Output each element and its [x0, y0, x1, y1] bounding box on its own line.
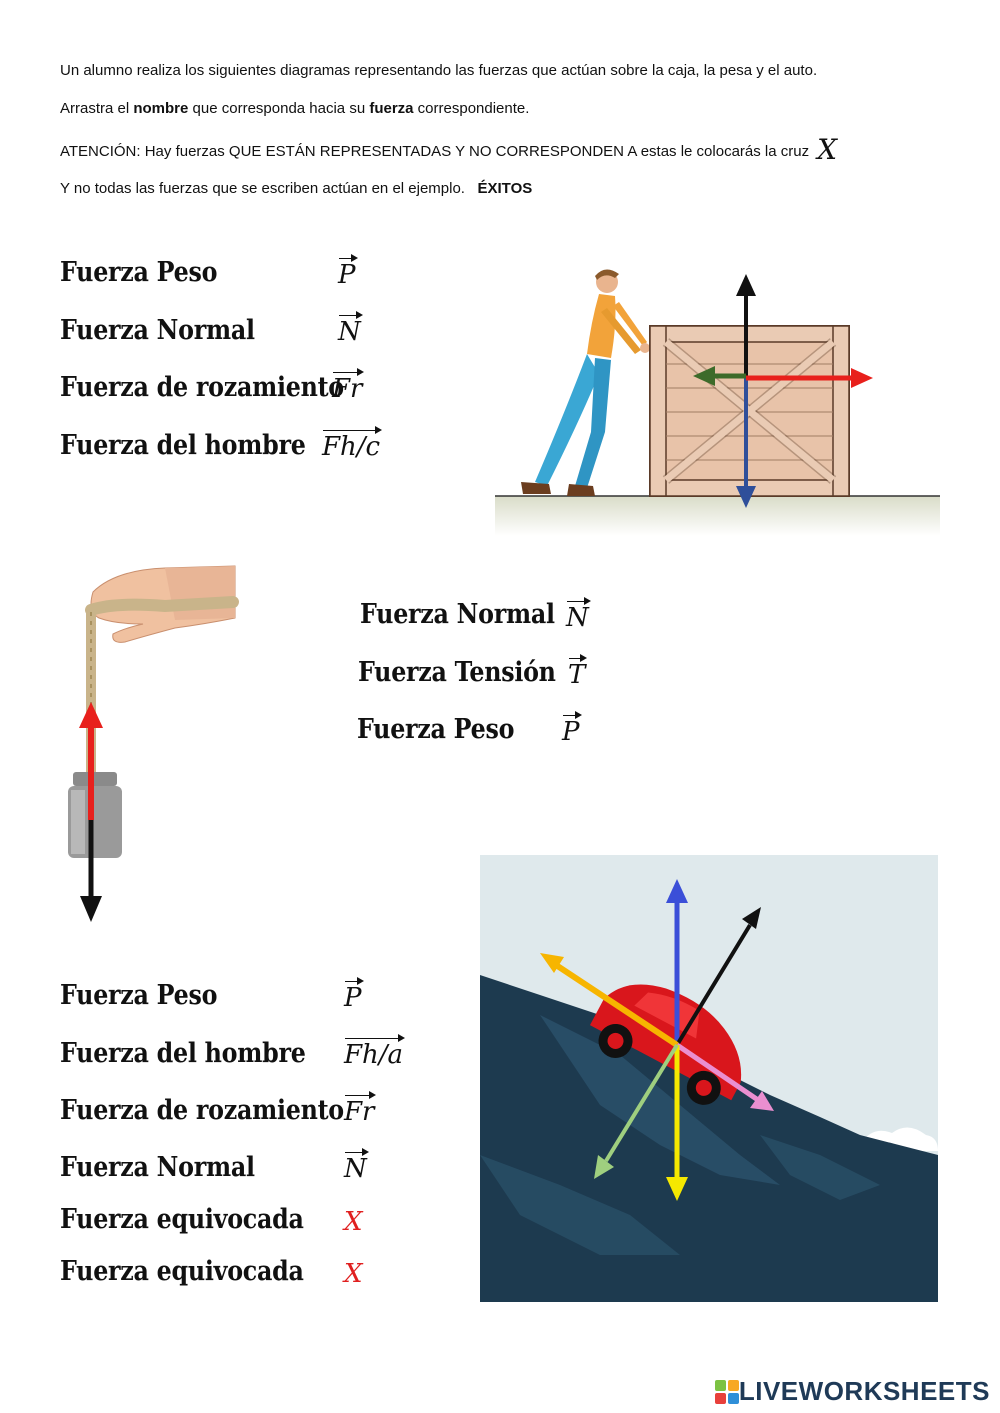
- vector-symbol: N: [566, 597, 591, 633]
- instruction-text: ATENCIÓN: Hay fuerzas QUE ESTÁN REPRESEN…: [60, 143, 810, 160]
- instruction-text: Arrastra el: [60, 100, 134, 117]
- vector-symbol: Fh/a: [344, 1034, 406, 1070]
- vector-symbol: Fr: [332, 368, 365, 404]
- wooden-crate: [649, 325, 850, 497]
- draggable-label[interactable]: Fuerza Normal: [60, 315, 255, 346]
- weight-block: [68, 772, 122, 858]
- instruction-line-3: ATENCIÓN: Hay fuerzas QUE ESTÁN REPRESEN…: [60, 133, 837, 166]
- wrong-force-symbol: X: [344, 1259, 363, 1289]
- vector-symbol: Fh/c: [322, 426, 383, 462]
- box-diagram: [495, 269, 940, 536]
- instruction-text: Y no todas las fuerzas que se escriben a…: [60, 180, 465, 197]
- vector-symbol: Fr: [344, 1091, 377, 1127]
- force-symbol: N: [566, 597, 591, 633]
- vector-symbol: N: [338, 311, 363, 347]
- draggable-label[interactable]: Fuerza equivocada: [60, 1204, 304, 1235]
- force-symbol: Fh/a: [344, 1034, 406, 1070]
- draggable-label[interactable]: Fuerza del hombre: [60, 430, 306, 461]
- vector-symbol: N: [344, 1148, 369, 1184]
- cross-symbol: X: [817, 133, 838, 166]
- cross-symbol: X: [344, 1259, 363, 1289]
- force-symbol: P: [344, 977, 363, 1013]
- force-symbol: Fr: [332, 368, 365, 404]
- force-arrows: [540, 879, 774, 1201]
- force-symbol: T: [568, 654, 588, 690]
- draggable-label[interactable]: Fuerza del hombre: [60, 1038, 306, 1069]
- mountain: [480, 975, 938, 1302]
- draggable-label[interactable]: Fuerza de rozamiento: [60, 372, 344, 403]
- vector-symbol: P: [344, 977, 363, 1013]
- car-hill-diagram: [480, 855, 938, 1302]
- brand-name: LIVEWORKSHEETS: [738, 1376, 990, 1406]
- draggable-label[interactable]: Fuerza Normal: [360, 599, 555, 630]
- draggable-label[interactable]: Fuerza Normal: [60, 1152, 255, 1183]
- hanging-weight-diagram: [68, 565, 239, 922]
- vector-symbol: P: [562, 711, 581, 747]
- force-symbol: Fr: [344, 1091, 377, 1127]
- instruction-line-4: Y no todas las fuerzas que se escriben a…: [60, 180, 532, 197]
- draggable-label[interactable]: Fuerza Tensión: [358, 657, 556, 688]
- instruction-line-1: Un alumno realiza los siguientes diagram…: [60, 62, 818, 79]
- force-symbol: Fh/c: [322, 426, 383, 462]
- draggable-label[interactable]: Fuerza de rozamiento: [60, 1095, 344, 1126]
- man-pushing: [521, 269, 650, 496]
- vector-symbol: T: [568, 654, 588, 690]
- instruction-text: correspondiente.: [413, 100, 530, 117]
- force-symbol: N: [344, 1148, 369, 1184]
- instruction-bold: ÉXITOS: [477, 180, 533, 197]
- draggable-label[interactable]: Fuerza Peso: [60, 980, 218, 1011]
- instruction-bold: fuerza: [369, 100, 414, 117]
- cross-symbol: X: [344, 1207, 363, 1237]
- force-arrows: [79, 702, 103, 922]
- draggable-label[interactable]: Fuerza Peso: [60, 257, 218, 288]
- logo-grid-icon: [714, 1379, 739, 1404]
- instruction-bold: nombre: [133, 100, 189, 117]
- liveworksheets-logo: LIVEWORKSHEETS: [714, 1376, 990, 1407]
- floor-shadow: [495, 496, 940, 536]
- draggable-label[interactable]: Fuerza Peso: [357, 714, 515, 745]
- force-symbol: P: [338, 254, 357, 290]
- force-symbol: P: [562, 711, 581, 747]
- wrong-force-symbol: X: [344, 1207, 363, 1237]
- draggable-label[interactable]: Fuerza equivocada: [60, 1256, 304, 1287]
- instruction-text: que corresponda hacia su: [188, 100, 370, 117]
- instruction-line-2: Arrastra el nombre que corresponda hacia…: [60, 100, 529, 117]
- force-arrows: [693, 274, 873, 508]
- force-symbol: N: [338, 311, 363, 347]
- vector-symbol: P: [338, 254, 357, 290]
